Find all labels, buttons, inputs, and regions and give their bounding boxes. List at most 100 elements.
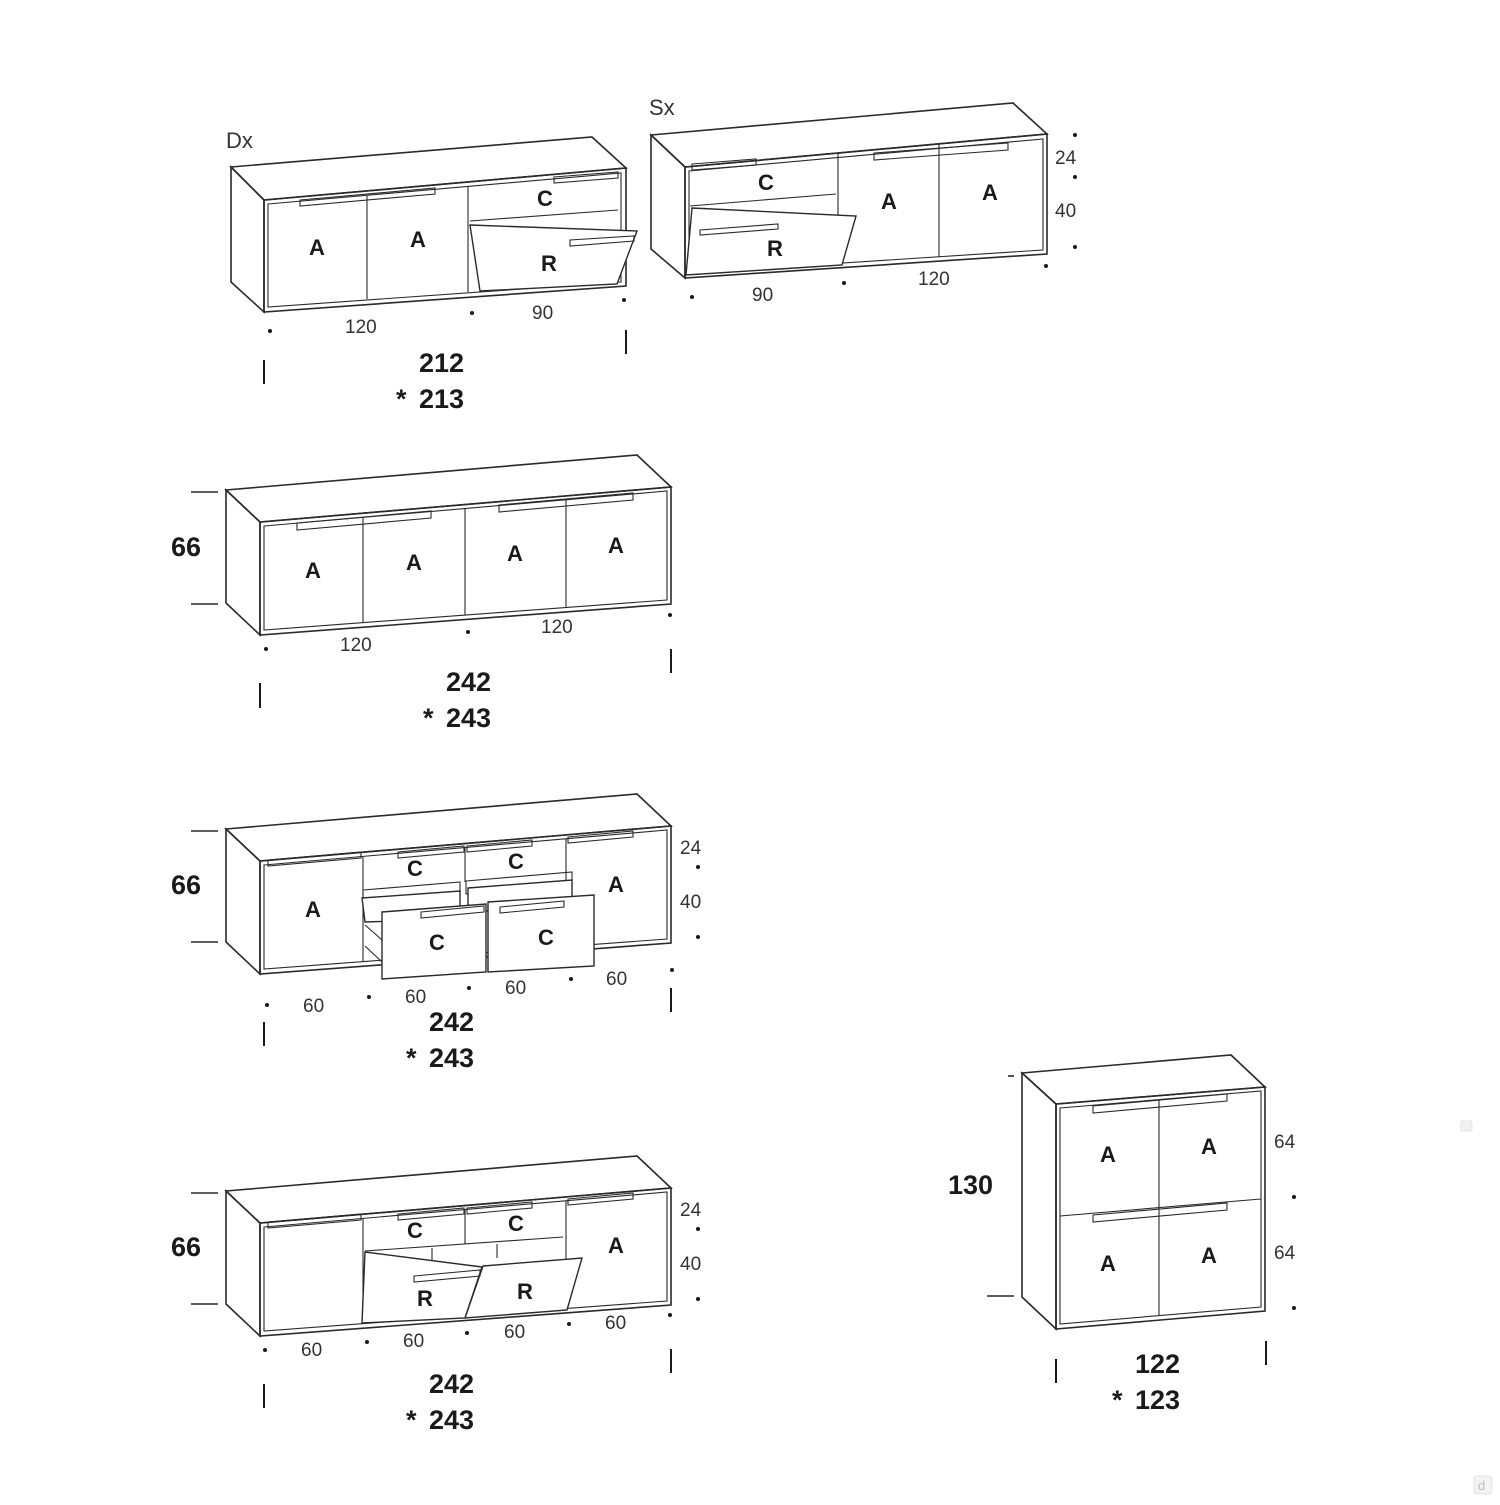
width-label-drawers-1: 60: [303, 996, 324, 1017]
door-label-a4-tall: A: [1201, 1243, 1217, 1268]
dimension-dot: [1292, 1195, 1296, 1199]
total-width-flaps: 242: [429, 1369, 474, 1399]
width-label-dx-1: 120: [345, 317, 377, 338]
height-label-flaps-2: 40: [680, 1254, 701, 1275]
unit-sx: Sx C R A A 90 120 24 40: [649, 95, 1077, 306]
unit-tall: A A A A 130 64 64 122 * 123: [948, 1054, 1296, 1415]
cabinet-body-tall: [1020, 1054, 1267, 1331]
width-label-sx-1: 90: [752, 285, 773, 306]
small-square-mark: [1460, 1120, 1473, 1132]
door-label-a2-drawers: A: [608, 872, 624, 897]
drawer-label-c1-flaps: C: [407, 1218, 423, 1243]
flap-label-r2-flaps: R: [517, 1279, 533, 1304]
dimension-dot: [1292, 1306, 1296, 1310]
dimension-dot: [842, 281, 846, 285]
total-width-dx: 212: [419, 348, 464, 378]
door-label-a1-tall: A: [1100, 1142, 1116, 1167]
dimension-dot: [622, 298, 626, 302]
unit-drawers: A C C A C C 66 24 40 60 60 60 60 242 * 2…: [171, 793, 702, 1073]
cabinet-body-dx: [229, 136, 638, 314]
total-width-alt-flaps: 243: [429, 1405, 474, 1435]
dimension-dot: [668, 1313, 672, 1317]
side-label-dx: Dx: [226, 128, 253, 153]
asterisk-marker: *: [423, 703, 434, 733]
drawer-label-c1-drawers: C: [407, 856, 423, 881]
width-label-flaps-1: 60: [301, 1340, 322, 1361]
dimension-dot: [1073, 175, 1077, 179]
dimension-dot: [690, 295, 694, 299]
dimension-dot: [696, 935, 700, 939]
flap-label-r-sx: R: [767, 236, 783, 261]
width-label-flaps-2: 60: [403, 1331, 424, 1352]
cabinet-body-four-door: [224, 454, 673, 637]
total-width-drawers: 242: [429, 1007, 474, 1037]
dimension-dot: [569, 977, 573, 981]
height-label-sx-1: 24: [1055, 148, 1077, 169]
width-label-flaps-3: 60: [504, 1322, 525, 1343]
drawer-label-c-dx: C: [537, 186, 553, 211]
asterisk-marker: *: [406, 1043, 417, 1073]
drawer-label-c2-drawers: C: [508, 849, 524, 874]
asterisk-marker: *: [406, 1405, 417, 1435]
dimension-dot: [367, 995, 371, 999]
drawer-label-c4-drawers: C: [538, 925, 554, 950]
unit-four-door: A A A A 66 120 120 242 * 243: [171, 454, 673, 733]
dimension-dot: [268, 329, 272, 333]
dimension-dot: [668, 613, 672, 617]
unit-dx: Dx A A C R 120 90 212 * 213: [226, 128, 638, 414]
cabinet-body-drawers: [224, 793, 673, 980]
side-label-sx: Sx: [649, 95, 675, 120]
flap-label-r-dx: R: [541, 251, 557, 276]
watermark-logo: d: [1478, 1478, 1485, 1493]
door-label-a1-dx: A: [309, 235, 325, 260]
height-label-flaps: 66: [171, 1232, 201, 1262]
width-label-drawers-4: 60: [606, 969, 627, 990]
height-label-tall: 130: [948, 1170, 993, 1200]
width-label-dx-2: 90: [532, 303, 553, 324]
total-width-alt-tall: 123: [1135, 1385, 1180, 1415]
width-label-sx-2: 120: [918, 269, 950, 290]
door-label-a2-dx: A: [410, 227, 426, 252]
total-width-four: 242: [446, 667, 491, 697]
height-label-tall-1: 64: [1274, 1132, 1296, 1153]
dimension-dot: [696, 1297, 700, 1301]
width-label-drawers-3: 60: [505, 978, 526, 999]
width-label-flaps-4: 60: [605, 1313, 626, 1334]
door-label-a4-four: A: [608, 533, 624, 558]
dimension-dot: [670, 968, 674, 972]
dimension-dot: [696, 1227, 700, 1231]
door-label-a1-four: A: [305, 558, 321, 583]
dimension-dot: [365, 1340, 369, 1344]
flap-label-r1-flaps: R: [417, 1286, 433, 1311]
width-label-four-1: 120: [340, 635, 372, 656]
dimension-dot: [263, 1348, 267, 1352]
dimension-dot: [470, 311, 474, 315]
dimension-dot: [265, 1003, 269, 1007]
dimension-dot: [1073, 245, 1077, 249]
height-label-drawers-1: 24: [680, 838, 702, 859]
height-label-four: 66: [171, 532, 201, 562]
dimension-dot: [264, 647, 268, 651]
drawer-label-c2-flaps: C: [508, 1211, 524, 1236]
total-width-alt-four: 243: [446, 703, 491, 733]
height-label-drawers: 66: [171, 870, 201, 900]
height-label-drawers-2: 40: [680, 892, 701, 913]
unit-flaps: C C A R R 66 24 40 60 60 60 60 242 * 243: [171, 1155, 702, 1435]
door-label-a3-four: A: [507, 541, 523, 566]
dimension-dot: [696, 865, 700, 869]
cabinet-body-flaps: [224, 1155, 673, 1338]
asterisk-marker: *: [396, 384, 407, 414]
dimension-dot: [567, 1322, 571, 1326]
dimension-dot: [1073, 133, 1077, 137]
dimension-dot: [467, 986, 471, 990]
width-label-four-2: 120: [541, 617, 573, 638]
height-label-tall-2: 64: [1274, 1243, 1296, 1264]
asterisk-marker: *: [1112, 1385, 1123, 1415]
door-label-a3-tall: A: [1100, 1251, 1116, 1276]
door-label-a1-drawers: A: [305, 897, 321, 922]
door-label-a2-tall: A: [1201, 1134, 1217, 1159]
door-label-a-flaps: A: [608, 1233, 624, 1258]
width-label-drawers-2: 60: [405, 987, 426, 1008]
drawer-label-c3-drawers: C: [429, 930, 445, 955]
